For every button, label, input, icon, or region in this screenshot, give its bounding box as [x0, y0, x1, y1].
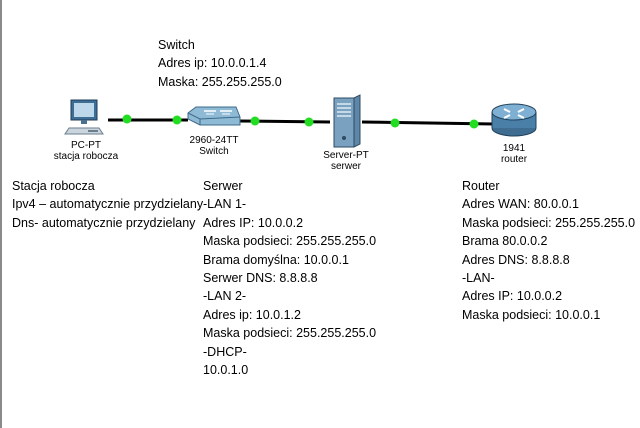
switch-note-title: Switch — [158, 38, 195, 52]
link-light-server-switch — [304, 117, 314, 127]
server-model-label: Server-PT — [323, 150, 369, 161]
server-note-line: Adres IP: 10.0.0.2 — [203, 215, 304, 230]
server-name-label: serwer — [330, 161, 361, 172]
server-note-line: Adres ip: 10.0.1.2 — [203, 307, 301, 322]
pc-model-label: PC-PT — [71, 140, 101, 151]
router-device-icon[interactable] — [490, 98, 538, 138]
link-light-switch-pc — [172, 115, 182, 125]
link-light-server-router — [390, 118, 400, 128]
pc-name-label: stacja robocza — [53, 151, 119, 162]
link-light-switch-server — [250, 116, 260, 126]
server-note-line: Brama domyślna: 10.0.0.1 — [203, 252, 349, 267]
router-note-line: Maska podsieci: 255.255.255.0 — [462, 215, 636, 230]
server-note[interactable]: Serwer -LAN 1- Adres IP: 10.0.0.2 Maska … — [203, 177, 376, 379]
router-label: 1941 router — [476, 143, 552, 165]
switch-device-icon[interactable] — [186, 105, 242, 133]
pc-label: PC-PT stacja robocza — [44, 140, 128, 162]
server-note-line: -LAN 1- — [203, 197, 247, 212]
link-light-router — [469, 119, 479, 129]
switch-label: 2960-24TT Switch — [176, 135, 252, 157]
router-note-line: Brama 80.0.0.2 — [462, 234, 548, 249]
router-note-line: Adres DNS: 8.8.8.8 — [462, 252, 570, 267]
workstation-note-line: Dns- automatycznie przydzielany — [12, 215, 196, 230]
pc-device-icon[interactable] — [64, 98, 108, 138]
server-note-title: Serwer — [203, 179, 243, 193]
server-note-line: Maska podsieci: 255.255.255.0 — [203, 326, 377, 341]
server-device-icon[interactable] — [330, 94, 362, 148]
switch-name-label: Switch — [199, 146, 229, 157]
switch-note-line: Adres ip: 10.0.0.1.4 — [158, 56, 267, 71]
link-light-pc — [122, 114, 132, 124]
server-note-line: 10.0.1.0 — [203, 363, 249, 378]
router-note-title: Router — [462, 179, 500, 193]
workstation-note-title: Stacja robocza — [12, 179, 95, 193]
server-label: Server-PT serwer — [306, 150, 386, 172]
router-name-label: router — [500, 154, 528, 165]
workstation-note[interactable]: Stacja robocza Ipv4 – automatycznie przy… — [12, 177, 203, 232]
router-note[interactable]: Router Adres WAN: 80.0.0.1 Maska podsiec… — [462, 177, 635, 324]
router-note-line: Adres IP: 10.0.0.2 — [462, 289, 563, 304]
switch-note-line: Maska: 255.255.255.0 — [158, 74, 282, 89]
canvas-border — [0, 0, 2, 428]
router-model-label: 1941 — [502, 143, 526, 154]
server-note-line: -LAN 2- — [203, 289, 247, 304]
switch-model-label: 2960-24TT — [189, 135, 239, 146]
workstation-note-line: Ipv4 – automatycznie przydzielany — [12, 197, 204, 212]
switch-note[interactable]: Switch Adres ip: 10.0.0.1.4 Maska: 255.2… — [158, 36, 282, 91]
server-note-line: Maska podsieci: 255.255.255.0 — [203, 234, 377, 249]
router-note-line: Maska podsieci: 10.0.0.1 — [462, 307, 601, 322]
router-note-line: -LAN- — [462, 271, 495, 286]
server-note-line: Serwer DNS: 8.8.8.8 — [203, 271, 318, 286]
router-note-line: Adres WAN: 80.0.0.1 — [462, 197, 579, 212]
server-note-line: -DHCP- — [203, 344, 247, 359]
